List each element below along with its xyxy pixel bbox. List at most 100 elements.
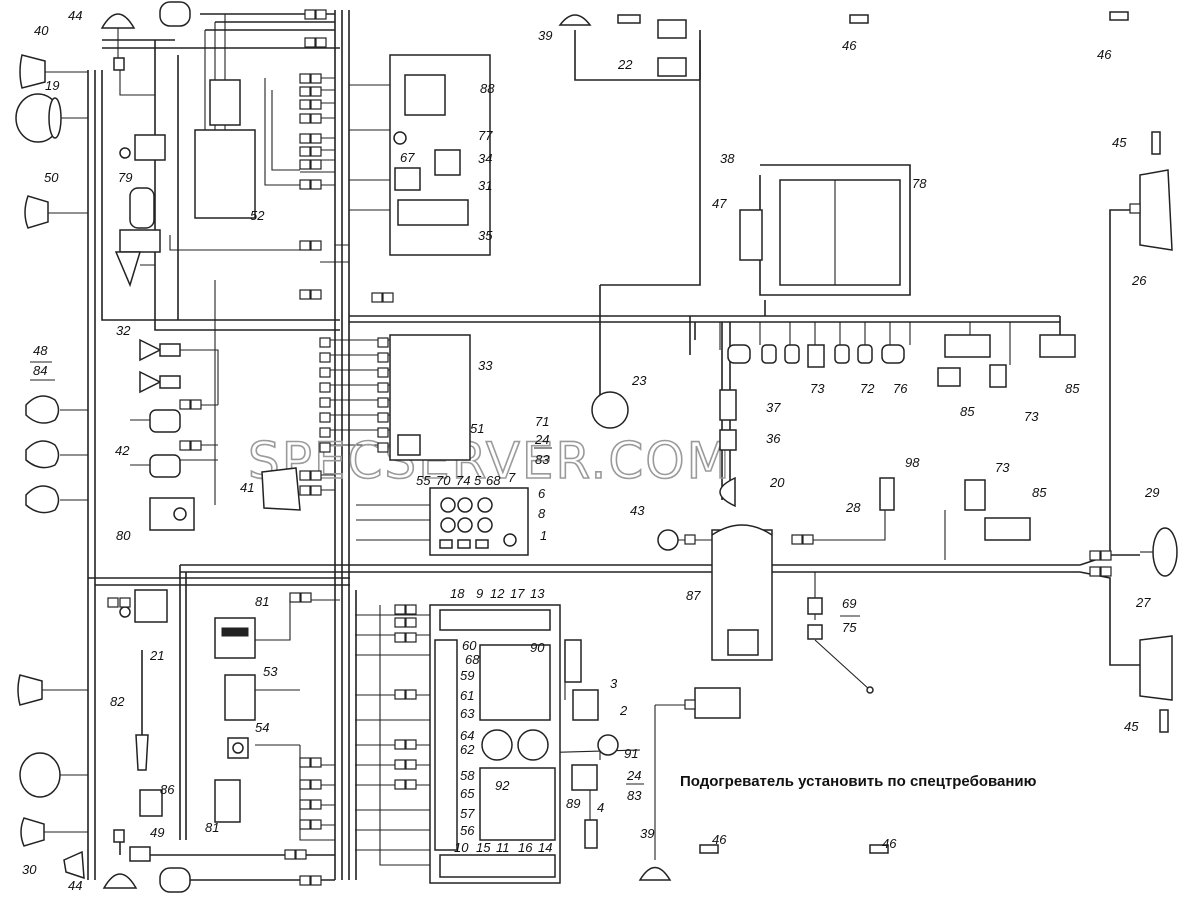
label-40: 40 xyxy=(34,23,49,38)
label-39-top: 39 xyxy=(538,28,552,43)
module-81-top xyxy=(214,617,256,659)
label-92: 92 xyxy=(495,778,510,793)
label-3: 3 xyxy=(610,676,618,691)
label-53: 53 xyxy=(263,664,278,679)
label-41: 41 xyxy=(240,480,254,495)
watermark-text: SPECSERVER.COM xyxy=(248,432,732,490)
horn-44-bottom xyxy=(102,829,138,889)
label-33: 33 xyxy=(478,358,493,373)
panel-88 xyxy=(389,54,491,256)
lamp-27 xyxy=(1139,635,1173,701)
label-89: 89 xyxy=(566,796,580,811)
sensor-69 xyxy=(807,597,874,694)
label-36: 36 xyxy=(766,431,781,446)
label-60: 60 xyxy=(462,638,477,653)
module-80 xyxy=(149,497,195,531)
label-68-b: 68 xyxy=(465,652,480,667)
label-65: 65 xyxy=(460,786,475,801)
label-9: 9 xyxy=(476,586,483,601)
label-27: 27 xyxy=(1135,595,1151,610)
label-81-bottom: 81 xyxy=(205,820,219,835)
label-43: 43 xyxy=(630,503,645,518)
label-44: 44 xyxy=(68,8,82,23)
label-47: 47 xyxy=(712,196,727,211)
module-52 xyxy=(194,79,256,219)
instrument-block-90 xyxy=(429,604,561,884)
module-86 xyxy=(139,789,163,817)
label-18: 18 xyxy=(450,586,465,601)
label-45-top: 45 xyxy=(1112,135,1127,150)
lamp-bottom-right-of-44 xyxy=(159,1,191,893)
horn-32 xyxy=(139,338,181,394)
lamp-39-bottom xyxy=(638,866,672,881)
small-markers-45-46 xyxy=(699,11,1169,854)
lamp-50 xyxy=(24,195,88,229)
label-42: 42 xyxy=(115,443,130,458)
label-73-b: 73 xyxy=(1024,409,1039,424)
label-77: 77 xyxy=(478,128,493,143)
label-85-c: 85 xyxy=(1032,485,1047,500)
label-81-top: 81 xyxy=(255,594,269,609)
label-6: 6 xyxy=(538,486,546,501)
label-12: 12 xyxy=(490,586,505,601)
module-right-of-3 xyxy=(694,687,741,719)
lamp-20 xyxy=(719,389,737,508)
fan-42 xyxy=(130,409,181,478)
relay-box-upper-left xyxy=(119,134,166,161)
label-98: 98 xyxy=(905,455,920,470)
horn-44-top xyxy=(100,13,136,71)
label-37: 37 xyxy=(766,400,781,415)
label-49: 49 xyxy=(150,825,164,840)
label-21: 21 xyxy=(149,648,164,663)
switch-73-85-lower xyxy=(944,479,1031,560)
antenna-82 xyxy=(135,650,149,771)
panel-55 xyxy=(429,487,529,556)
module-54 xyxy=(227,737,249,759)
label-85-a: 85 xyxy=(960,404,975,419)
label-45-bottom: 45 xyxy=(1124,719,1139,734)
label-35: 35 xyxy=(478,228,493,243)
label-79: 79 xyxy=(118,170,132,185)
label-72: 72 xyxy=(860,381,875,396)
component-30-49 xyxy=(63,846,151,880)
label-28: 28 xyxy=(845,500,861,515)
label-13: 13 xyxy=(530,586,545,601)
component-4 xyxy=(571,764,598,849)
label-73-a: 73 xyxy=(810,381,825,396)
label-69: 69 xyxy=(842,596,856,611)
label-23: 23 xyxy=(631,373,647,388)
label-29: 29 xyxy=(1144,485,1159,500)
label-34: 34 xyxy=(478,151,492,166)
label-7: 7 xyxy=(508,470,516,485)
module-41 xyxy=(261,467,301,511)
label-24: 24 xyxy=(534,432,549,447)
fraction-lines xyxy=(30,361,860,785)
label-44-bottom: 44 xyxy=(68,878,82,893)
label-83-b: 83 xyxy=(627,788,642,803)
ball-43 xyxy=(657,529,679,551)
lamp-group-lower-left xyxy=(17,674,88,847)
label-73-c: 73 xyxy=(995,460,1010,475)
label-56: 56 xyxy=(460,823,475,838)
label-38: 38 xyxy=(720,151,735,166)
heater-23 xyxy=(591,391,629,429)
switch-2 xyxy=(597,734,619,756)
label-70: 70 xyxy=(436,473,451,488)
label-30: 30 xyxy=(22,862,37,877)
label-85-b: 85 xyxy=(1065,381,1080,396)
label-26: 26 xyxy=(1131,273,1147,288)
lamp-29 xyxy=(1140,527,1178,577)
label-22: 22 xyxy=(617,57,633,72)
sensors-row xyxy=(727,334,1076,388)
label-15: 15 xyxy=(476,840,491,855)
label-8: 8 xyxy=(538,506,546,521)
label-57: 57 xyxy=(460,806,475,821)
speaker-81-bottom xyxy=(214,779,241,823)
heater-87 xyxy=(711,524,773,661)
label-50: 50 xyxy=(44,170,59,185)
label-82: 82 xyxy=(110,694,125,709)
label-63: 63 xyxy=(460,706,475,721)
block-33 xyxy=(389,334,471,461)
label-88: 88 xyxy=(480,81,495,96)
connectors xyxy=(107,9,1141,886)
